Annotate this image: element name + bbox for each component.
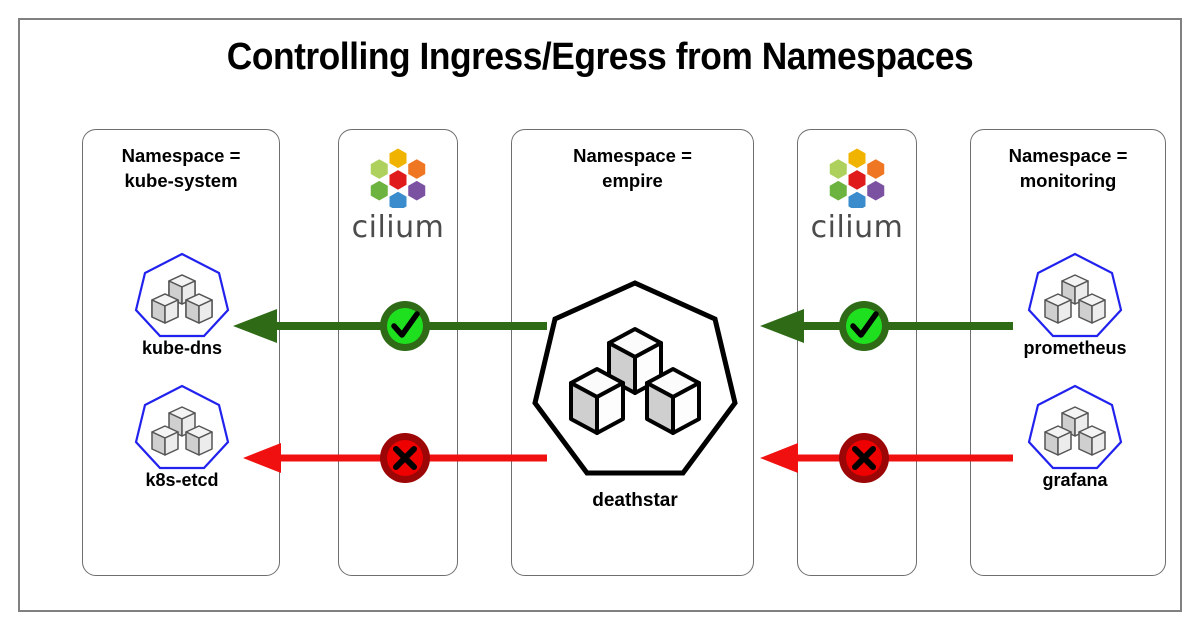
pod-deathstar[interactable]: deathstar <box>527 277 743 512</box>
namespace-panel-monitoring: Namespace = monitoring <box>970 129 1166 576</box>
pod-icon <box>1027 384 1123 470</box>
pod-label: grafana <box>1042 470 1108 490</box>
pod-kube-dns[interactable]: kube-dns <box>127 248 237 359</box>
page-title: Controlling Ingress/Egress from Namespac… <box>226 36 974 78</box>
cross-circle-icon-grafana-to-deathstar[interactable] <box>836 430 892 486</box>
pod-label: kube-dns <box>141 338 222 358</box>
pod-label: deathstar <box>592 490 678 511</box>
pod-icon <box>134 252 230 338</box>
pod-icon <box>532 280 738 476</box>
cilium-panel-left: cilium <box>338 129 458 576</box>
pod-icon <box>1027 252 1123 338</box>
namespace-panel-title: Namespace = monitoring <box>1008 145 1128 191</box>
flow-arrow-grafana-to-deathstar <box>760 438 1013 478</box>
pod-icon <box>134 384 230 470</box>
cilium-wordmark: cilium <box>351 210 445 245</box>
namespace-panel-kube-system: Namespace = kube-system <box>82 129 280 576</box>
check-circle-icon-deathstar-to-kube-dns[interactable] <box>377 298 433 354</box>
pod-prometheus[interactable]: prometheus <box>1020 248 1130 359</box>
cilium-wordmark: cilium <box>810 210 904 245</box>
pod-grafana[interactable]: grafana <box>1020 380 1130 491</box>
cilium-logo-icon <box>369 146 427 208</box>
namespace-panel-title: Namespace = kube-system <box>121 145 241 191</box>
pod-label: prometheus <box>1023 338 1127 358</box>
pod-label: k8s-etcd <box>145 470 219 490</box>
cilium-logo-icon <box>828 146 886 208</box>
check-circle-icon-prometheus-to-deathstar[interactable] <box>836 298 892 354</box>
flow-arrow-prometheus-to-deathstar <box>760 306 1013 346</box>
namespace-panel-title: Namespace = empire <box>573 145 692 191</box>
pod-k8s-etcd[interactable]: k8s-etcd <box>127 380 237 491</box>
cross-circle-icon-deathstar-to-k8s-etcd[interactable] <box>377 430 433 486</box>
cilium-panel-right: cilium <box>797 129 917 576</box>
